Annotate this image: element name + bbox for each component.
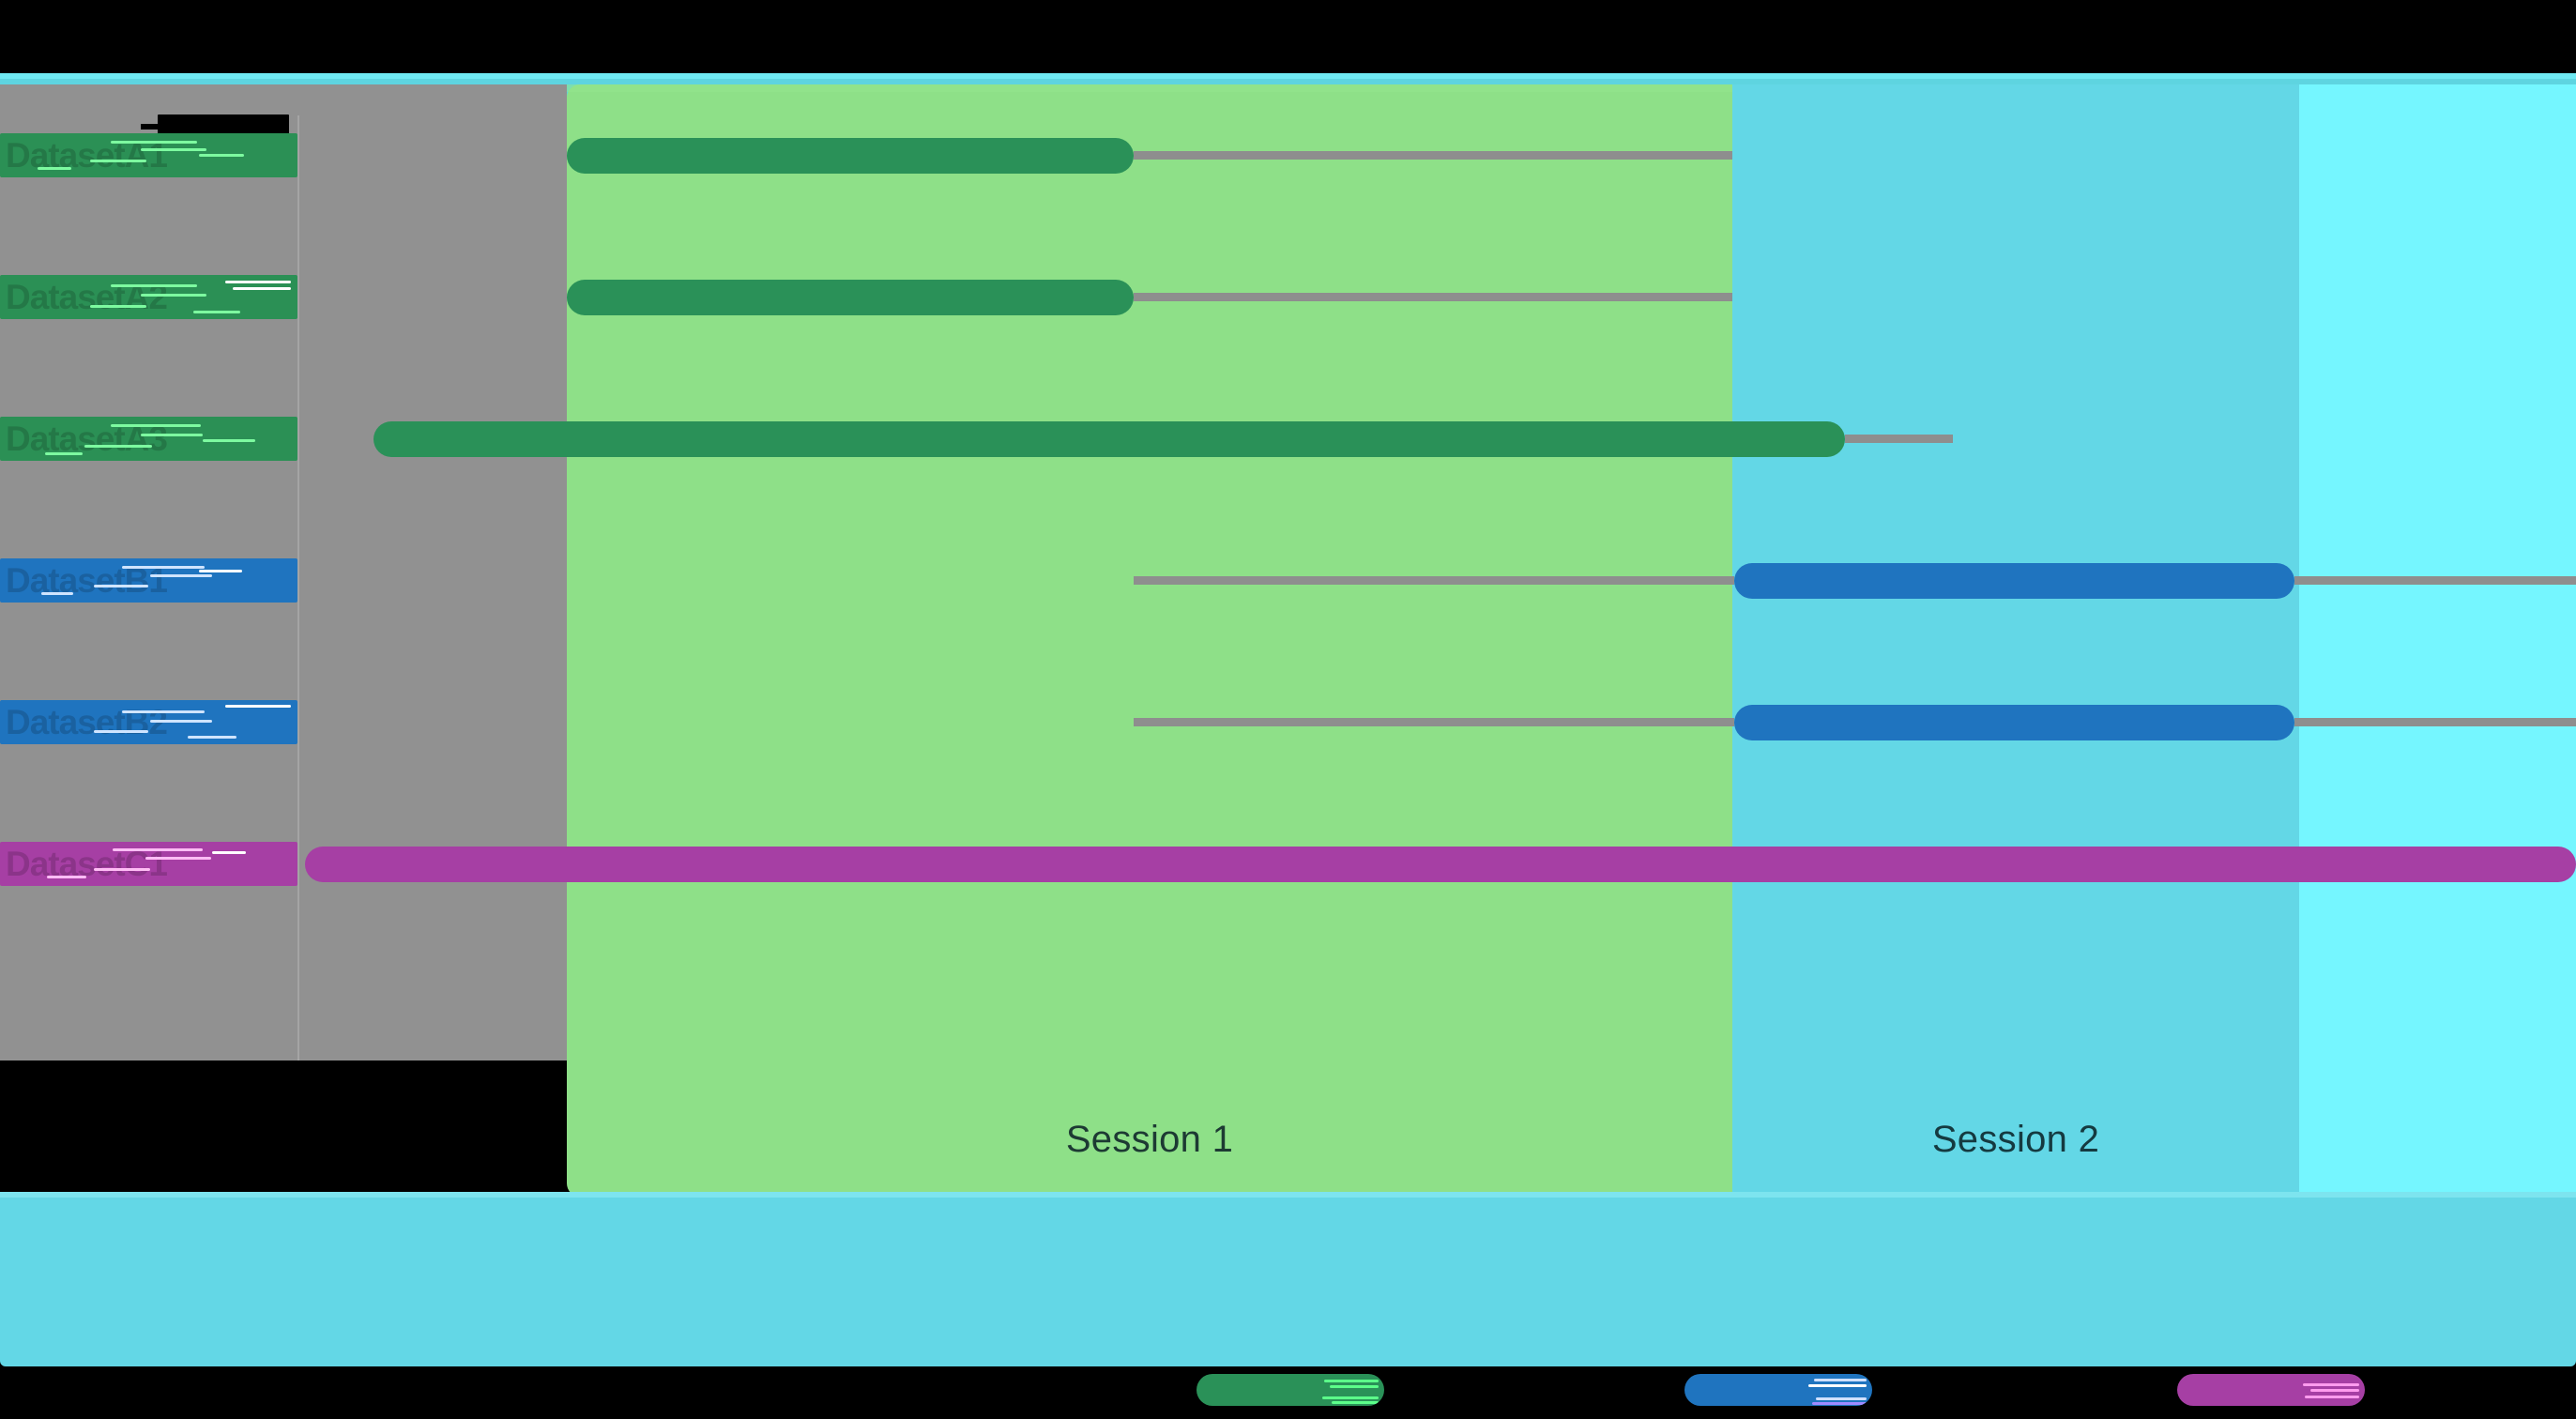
row-label-glyphs: DatasetB2 (6, 703, 168, 741)
row-track (1134, 293, 1732, 301)
legend-swatch-green (1197, 1374, 1384, 1406)
row-track-right (2294, 576, 2576, 585)
row-label-redacted: DatasetA3 (0, 417, 297, 461)
table-row[interactable]: DatasetA2 (0, 226, 2576, 367)
row-track-right (2294, 718, 2576, 726)
row-label-glyphs: DatasetA2 (6, 278, 168, 316)
gantt-bar-green[interactable] (567, 280, 1134, 315)
table-row[interactable]: DatasetA1 (0, 84, 2576, 225)
legend (0, 1366, 2576, 1419)
legend-swatch-magenta (2177, 1374, 2365, 1406)
session-band-1: Session 1 (567, 84, 1732, 1197)
timeline-rows: DatasetA1 DatasetA2 (0, 84, 2576, 1060)
row-track (1134, 718, 1734, 726)
session-band-1-label: Session 1 (1065, 1119, 1234, 1160)
session-band-2: Session 2 (1732, 84, 2299, 1197)
table-row[interactable]: DatasetB1 (0, 510, 2576, 650)
session-band-3 (2299, 84, 2576, 1197)
row-label-redacted: DatasetA2 (0, 275, 297, 319)
row-track (1845, 435, 1953, 443)
label-gutter-divider (297, 115, 299, 1060)
row-label-redacted: DatasetA1 (0, 133, 297, 177)
top-accent-strip-1 (0, 73, 2576, 79)
gantt-bar-green[interactable] (567, 138, 1134, 174)
gantt-bar-green[interactable] (373, 421, 1845, 457)
gantt-bar-magenta[interactable] (305, 847, 2576, 882)
footer-divider (0, 1192, 2576, 1198)
plot-area: Session 1 Session 2 (567, 84, 2576, 1197)
row-label-redacted: DatasetC1 (0, 842, 297, 886)
table-row[interactable]: DatasetA3 (0, 368, 2576, 509)
table-row[interactable]: DatasetC1 (0, 793, 2576, 934)
gantt-bar-blue[interactable] (1734, 563, 2294, 599)
footer-panel (0, 1198, 2576, 1366)
table-row[interactable]: DatasetB2 (0, 651, 2576, 792)
row-track (1134, 576, 1734, 585)
session-band-1-tint (567, 84, 1732, 92)
row-label-redacted: DatasetB1 (0, 558, 297, 603)
legend-swatch-blue (1684, 1374, 1872, 1406)
gantt-bar-blue[interactable] (1734, 705, 2294, 740)
row-label-redacted: DatasetB2 (0, 700, 297, 744)
session-band-2-label: Session 2 (1931, 1119, 2100, 1160)
row-track (1134, 151, 1732, 160)
